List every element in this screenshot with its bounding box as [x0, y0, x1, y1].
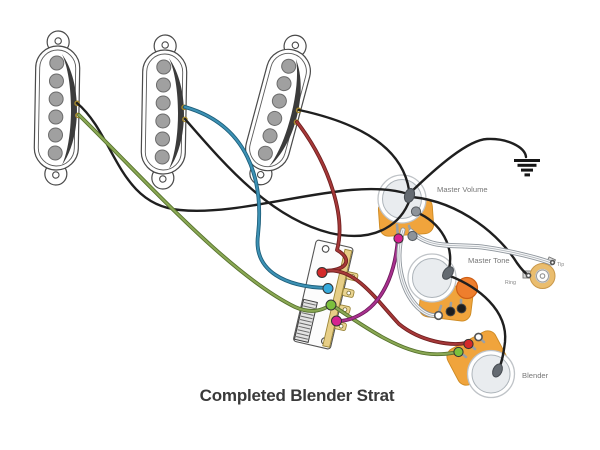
wire-volume-to-tone-ground	[414, 210, 452, 271]
master-tone-label: Master Tone	[468, 256, 510, 265]
jack-ring-solder	[525, 272, 532, 279]
wire-bridge-ground	[297, 108, 411, 192]
blender-lug-red	[463, 338, 474, 350]
middle-pickup	[139, 33, 190, 191]
pickup-selector-switch	[293, 239, 359, 350]
volume-lug-magenta	[393, 233, 404, 244]
diagram-title: Completed Blender Strat	[200, 386, 395, 405]
wire-switch-to-blender-red	[322, 269, 468, 345]
solder-joints	[316, 187, 556, 378]
wire-neck-ground	[75, 101, 410, 212]
blender-label: Blender	[522, 371, 549, 380]
tone-lug-open	[433, 310, 444, 321]
wire-middle-hot	[183, 105, 329, 290]
wire-middle-ground	[183, 117, 412, 238]
blender-lug-open	[474, 332, 483, 342]
blender-case-solder-blob	[492, 363, 503, 378]
master-tone-pot	[407, 253, 479, 322]
wire-bridge-hot	[295, 120, 348, 273]
switch-solder-magenta	[331, 315, 342, 327]
output-jack	[522, 256, 557, 289]
jack-ring-label: Ring	[505, 280, 516, 286]
output-wire-pair	[396, 227, 554, 318]
master-volume-label: Master Volume	[437, 185, 488, 194]
switch-solder-blue	[322, 283, 334, 294]
wire-pair-to-tone-seam	[398, 229, 439, 316]
blender-pot-top	[471, 354, 511, 394]
ground-wires	[75, 101, 530, 372]
wire-switch-to-blender-green	[330, 303, 460, 356]
jack-hole	[539, 273, 546, 279]
neck-pickup	[32, 29, 83, 187]
blender-lug-green	[453, 346, 464, 358]
switch-solder-red	[316, 267, 328, 278]
tone-lug-solder	[456, 303, 467, 314]
tone-pot-top	[412, 258, 452, 298]
wire-neck-hot	[77, 113, 333, 312]
wire-tone-to-blender-ground	[448, 274, 507, 372]
tone-case-solder-blob	[442, 266, 454, 280]
volume-lug-solder	[407, 230, 418, 242]
jack-tip-solder	[549, 259, 556, 266]
jack-tip-label: Tip	[557, 262, 564, 268]
volume-lug-solder	[410, 206, 422, 217]
wire-pair-to-jack-seam	[410, 230, 552, 264]
signal-wires	[77, 105, 468, 357]
tone-lug-solder	[445, 306, 456, 317]
wire-to-ground-symbol	[408, 137, 528, 195]
ground-symbol-icon	[514, 159, 540, 177]
switch-solder-green	[325, 299, 337, 311]
wire-to-jack-ring	[410, 195, 530, 277]
switch-screw-hole	[321, 245, 330, 253]
wire-volume-to-switch	[336, 235, 400, 323]
tone-capacitor	[455, 276, 479, 300]
volume-case-solder-blob	[403, 187, 416, 204]
